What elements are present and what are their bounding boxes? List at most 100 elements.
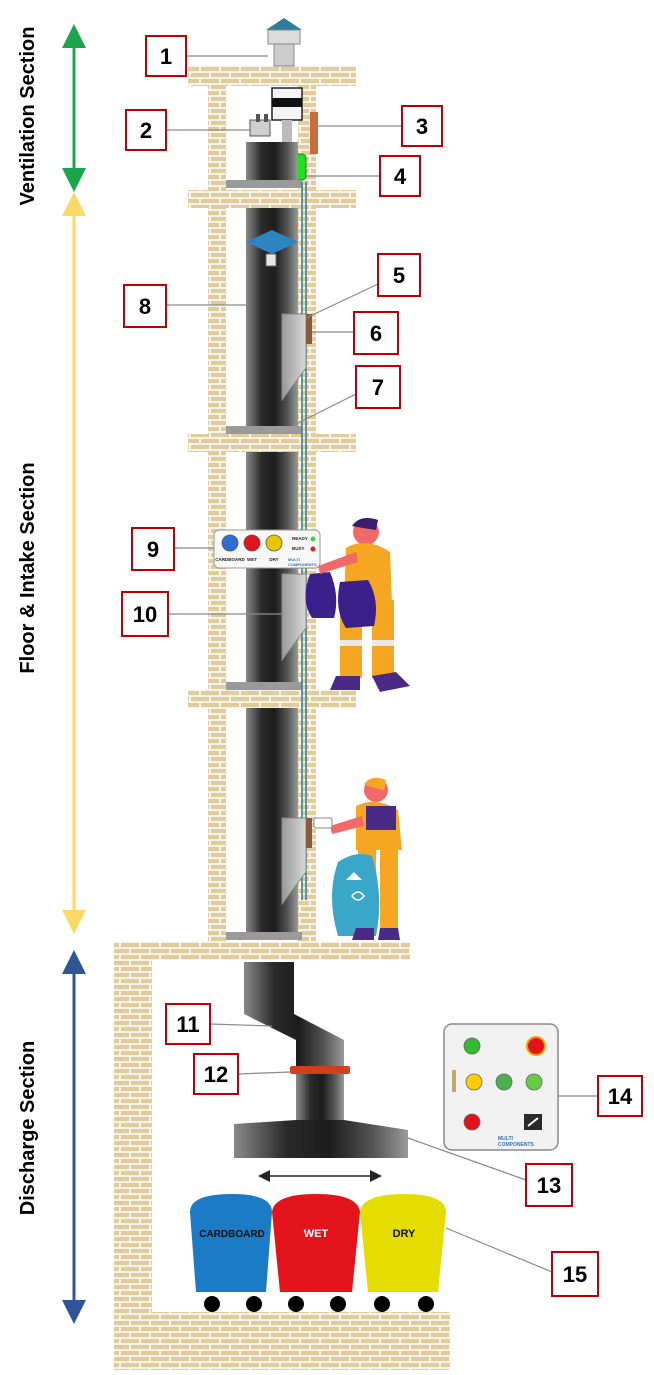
leader-7: [295, 393, 357, 425]
callout-text-3: 3: [416, 114, 428, 139]
roof-slab: [188, 66, 356, 86]
panel-brand-2: COMPONENTS: [288, 562, 317, 567]
discharge-valve: [290, 1066, 350, 1074]
callout-text-5: 5: [393, 263, 405, 288]
panel-yellow-button[interactable]: [465, 1073, 483, 1091]
offset-pipe: [244, 962, 344, 1070]
section-floor-intake: Floor & Intake Section: [17, 192, 86, 934]
panel-green-button-2[interactable]: [525, 1073, 543, 1091]
vent-cap: [266, 18, 302, 67]
slab-ventilation: [188, 190, 356, 208]
discharge-assembly: [234, 962, 408, 1158]
callout-11: 11: [165, 1003, 211, 1045]
bin-dry-label: DRY: [393, 1228, 416, 1240]
floor-control-panel: CARDBOARD WET DRY READY BUSY MULTI COMPO…: [213, 529, 321, 569]
person-man-illustration: [313, 777, 402, 940]
callout-14: 14: [597, 1075, 643, 1117]
callout-text-11: 11: [176, 1012, 199, 1037]
rotary-hopper: [234, 1120, 408, 1158]
sprinkler: [246, 230, 298, 267]
flange-2: [226, 426, 302, 434]
callout-2: 2: [125, 109, 167, 151]
bin-wet-label: WET: [304, 1228, 329, 1240]
slab-ground: [114, 942, 410, 960]
callout-4: 4: [379, 155, 421, 197]
cardboard-button[interactable]: [221, 534, 239, 552]
callout-text-9: 9: [147, 537, 159, 562]
leader-12: [237, 1071, 291, 1075]
wet-button[interactable]: [243, 534, 261, 552]
building-structure: [114, 66, 450, 1370]
dry-button-label: DRY: [269, 557, 278, 562]
busy-indicator: [310, 546, 316, 552]
callout-5: 5: [377, 253, 421, 297]
panel-green-light: [463, 1037, 481, 1055]
ventilation-label: Ventilation Section: [17, 27, 39, 206]
section-ventilation: Ventilation Section: [17, 23, 86, 206]
dry-button[interactable]: [265, 534, 283, 552]
emergency-stop-button[interactable]: [526, 1036, 546, 1056]
wet-button-label: WET: [247, 557, 257, 562]
wheel: [418, 1296, 434, 1312]
callout-text-10: 10: [133, 602, 157, 627]
vent-control-box: [310, 112, 318, 154]
panel-green-button-1[interactable]: [495, 1073, 513, 1091]
callout-13: 13: [525, 1163, 573, 1207]
leader-5: [305, 283, 379, 319]
callout-12: 12: [193, 1053, 239, 1095]
basement-wall: [114, 942, 152, 1370]
callout-7: 7: [355, 365, 401, 409]
discharge-pipe: [296, 1070, 344, 1120]
callout-text-4: 4: [394, 164, 407, 189]
waste-bins: CARDBOARD WET DRY: [190, 1194, 446, 1312]
leader-lines: [166, 55, 598, 1273]
person-woman-illustration: [305, 518, 410, 692]
bin-cardboard: [190, 1194, 272, 1292]
callout-text-13: 13: [537, 1173, 561, 1198]
basement-floor: [114, 1312, 450, 1370]
section-discharge: Discharge Section: [17, 950, 86, 1324]
callout-text-12: 12: [204, 1062, 228, 1087]
callout-text-8: 8: [139, 294, 151, 319]
callout-3: 3: [401, 105, 443, 147]
intake-door-1: [281, 817, 307, 906]
callout-10: 10: [121, 591, 169, 637]
discharge-label: Discharge Section: [17, 1041, 39, 1216]
callout-text-1: 1: [160, 44, 172, 69]
key-switch[interactable]: [452, 1070, 456, 1092]
slab-floor-2: [188, 434, 356, 452]
door-lock-3: [306, 314, 312, 344]
callout-text-15: 15: [563, 1262, 587, 1287]
intake-door-2: [281, 573, 307, 662]
wheel: [204, 1296, 220, 1312]
leader-15: [445, 1227, 553, 1273]
control-box-brand-2: COMPONENTS: [498, 1142, 535, 1148]
ready-label: READY: [292, 536, 308, 541]
callout-text-6: 6: [370, 321, 382, 346]
sanitisation-unit: [249, 114, 271, 137]
chute-segment-2: [246, 452, 298, 690]
wheel: [288, 1296, 304, 1312]
floor-intake-label: Floor & Intake Section: [17, 462, 39, 673]
slab-floor-1: [188, 690, 356, 708]
busy-label: BUSY: [292, 546, 305, 551]
intake-doors: [281, 313, 312, 906]
callout-text-7: 7: [372, 375, 384, 400]
cardboard-button-label: CARDBOARD: [215, 557, 245, 562]
panel-red-button[interactable]: [463, 1113, 481, 1131]
callout-text-14: 14: [608, 1084, 633, 1109]
bin-wet: [272, 1194, 360, 1292]
callout-text-2: 2: [140, 118, 152, 143]
intake-door-3: [281, 313, 307, 402]
door-lock-1: [306, 818, 312, 848]
exhaust-fan: [271, 87, 303, 150]
bin-dry: [360, 1194, 446, 1292]
callout-1: 1: [145, 35, 187, 77]
right-wall: [298, 86, 316, 942]
wheel: [374, 1296, 390, 1312]
flange-ground: [226, 932, 302, 940]
flange-1: [226, 682, 302, 690]
flange-top: [226, 180, 302, 188]
main-control-panel: MULTI COMPONENTS: [443, 1023, 559, 1151]
